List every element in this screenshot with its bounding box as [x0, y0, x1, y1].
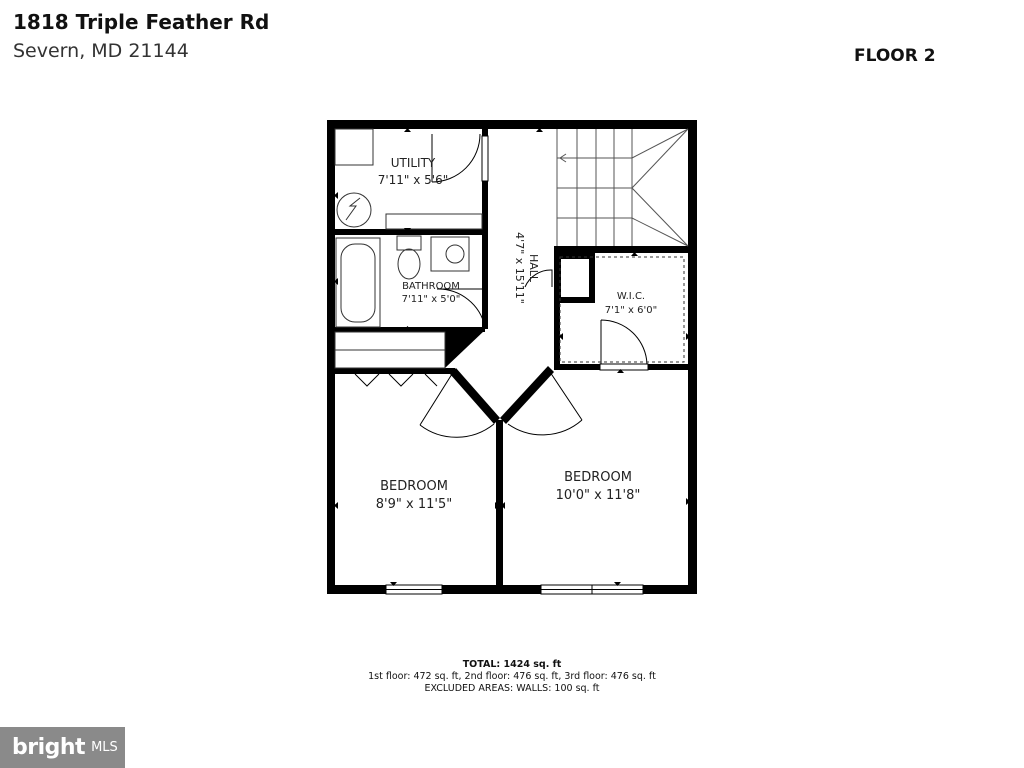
bedroom-left-name: BEDROOM: [380, 479, 448, 494]
logo-brand: bright: [12, 735, 86, 760]
utility-size: 7'11" x 5'6": [378, 173, 449, 187]
bedroom-right-size: 10'0" x 11'8": [556, 488, 641, 503]
wic-name: W.I.C.: [617, 291, 645, 302]
floor-label: FLOOR 2: [854, 46, 936, 66]
dimension-ticks: [334, 128, 690, 586]
windows: [385, 135, 649, 595]
exterior-walls: [327, 120, 697, 594]
wic-size: 7'1" x 6'0": [605, 305, 657, 316]
bathroom-name: BATHROOM: [402, 281, 460, 292]
utility-name: UTILITY: [391, 156, 436, 170]
door-swings: [354, 133, 648, 438]
bedroom-left-size: 8'9" x 11'5": [376, 497, 452, 512]
bathroom-size: 7'11" x 5'0": [402, 294, 461, 305]
bedroom-right-name: BEDROOM: [564, 470, 632, 485]
excluded-areas: EXCLUDED AREAS: WALLS: 100 sq. ft: [424, 683, 600, 694]
floor-areas: 1st floor: 472 sq. ft, 2nd floor: 476 sq…: [368, 671, 656, 682]
street-address: 1818 Triple Feather Rd: [13, 10, 270, 34]
total-area: TOTAL: 1424 sq. ft: [462, 659, 562, 670]
room-labels: UTILITY 7'11" x 5'6" BATHROOM 7'11" x 5'…: [376, 156, 657, 512]
staircase: [556, 128, 689, 247]
logo-suffix: MLS: [91, 740, 118, 755]
hall-name: HALL: [527, 254, 540, 283]
city-state-zip: Severn, MD 21144: [13, 40, 189, 62]
bright-mls-logo: bright MLS: [0, 727, 125, 768]
interior-walls: [335, 129, 694, 588]
hall-size: 4'7" x 15'11": [513, 232, 526, 304]
